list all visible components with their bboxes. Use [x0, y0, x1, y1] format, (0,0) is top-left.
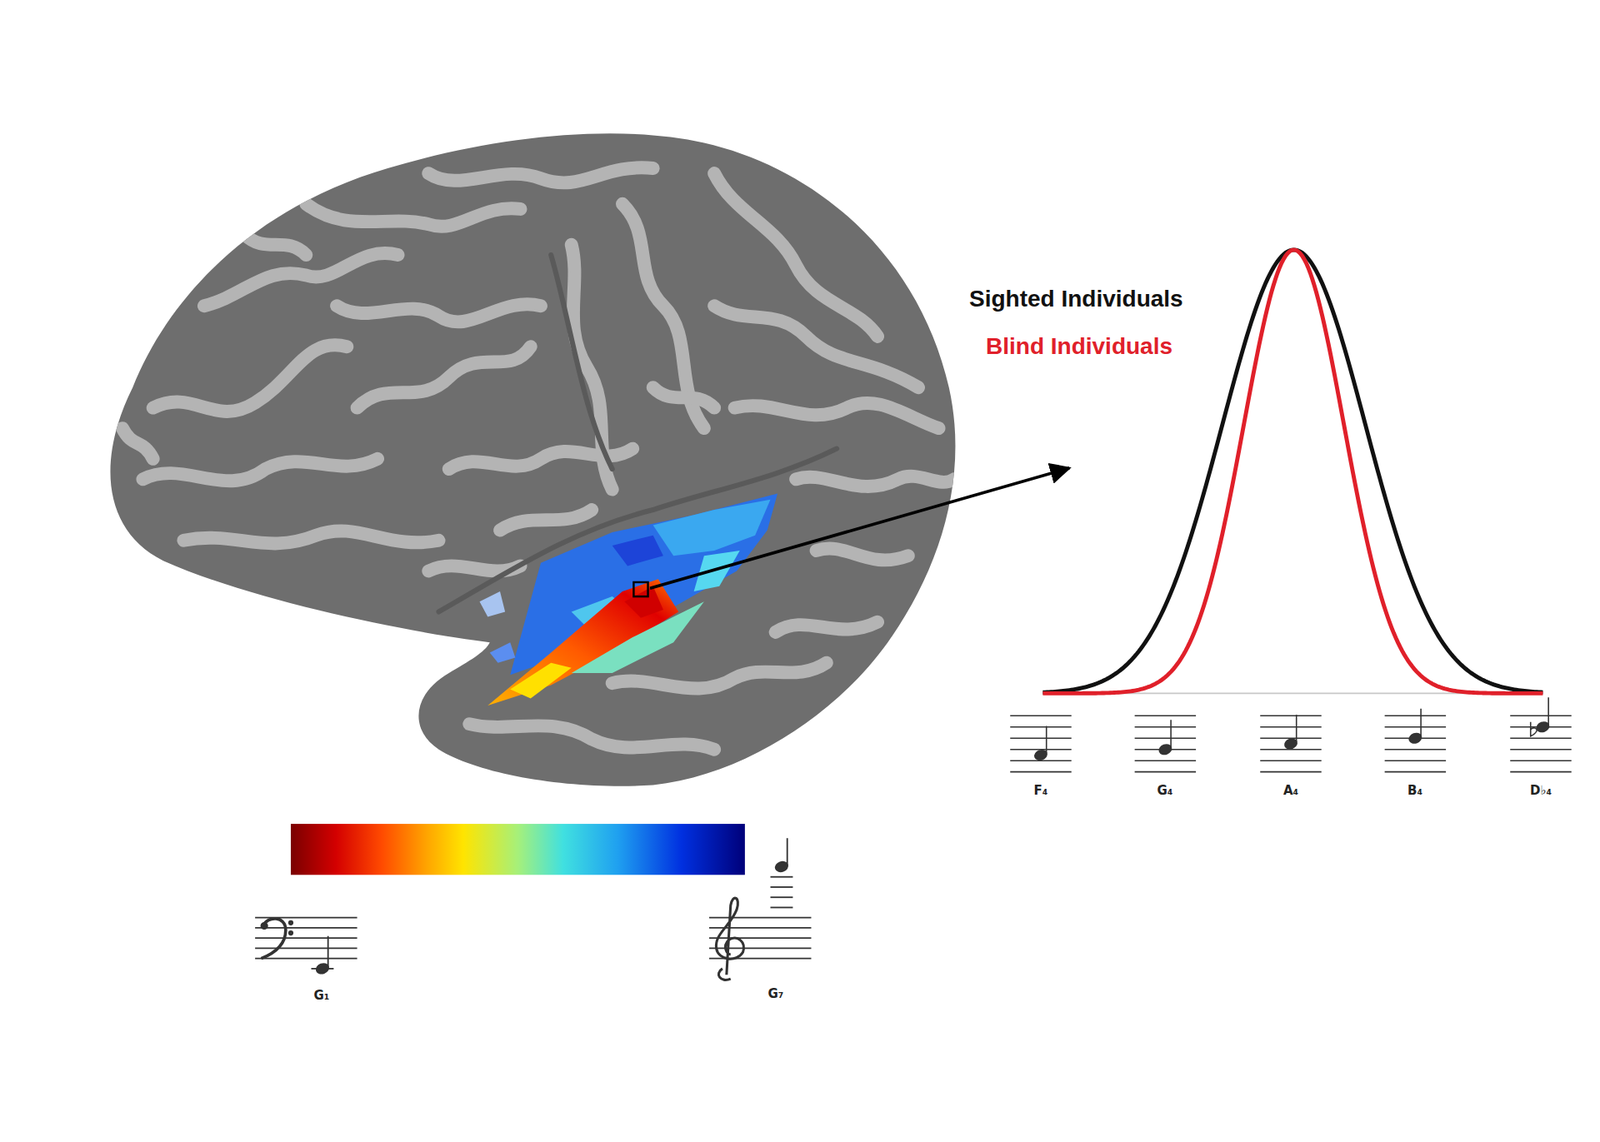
note-label: G₄	[1157, 783, 1174, 799]
pointer-arrow	[650, 468, 1070, 589]
blind-curve	[1042, 250, 1543, 694]
activation-map	[480, 493, 779, 706]
legend-text: Sighted Individuals	[969, 285, 1184, 313]
note-staves	[1010, 697, 1571, 772]
treble-staff	[709, 838, 811, 980]
note-label: D♭₄	[1530, 783, 1552, 799]
brain-surface	[110, 133, 955, 787]
legend-text: Blind Individuals	[985, 333, 1173, 360]
note-label: G₁	[314, 988, 330, 1004]
sighted-curve	[1042, 250, 1543, 693]
note-label: A₄	[1283, 783, 1299, 799]
roi-square	[633, 582, 648, 597]
colorbar	[290, 824, 745, 875]
note-label: G₇	[768, 986, 785, 1002]
note-label: B₄	[1407, 783, 1423, 799]
note-label: F₄	[1034, 783, 1049, 799]
bass-staff	[255, 918, 357, 976]
